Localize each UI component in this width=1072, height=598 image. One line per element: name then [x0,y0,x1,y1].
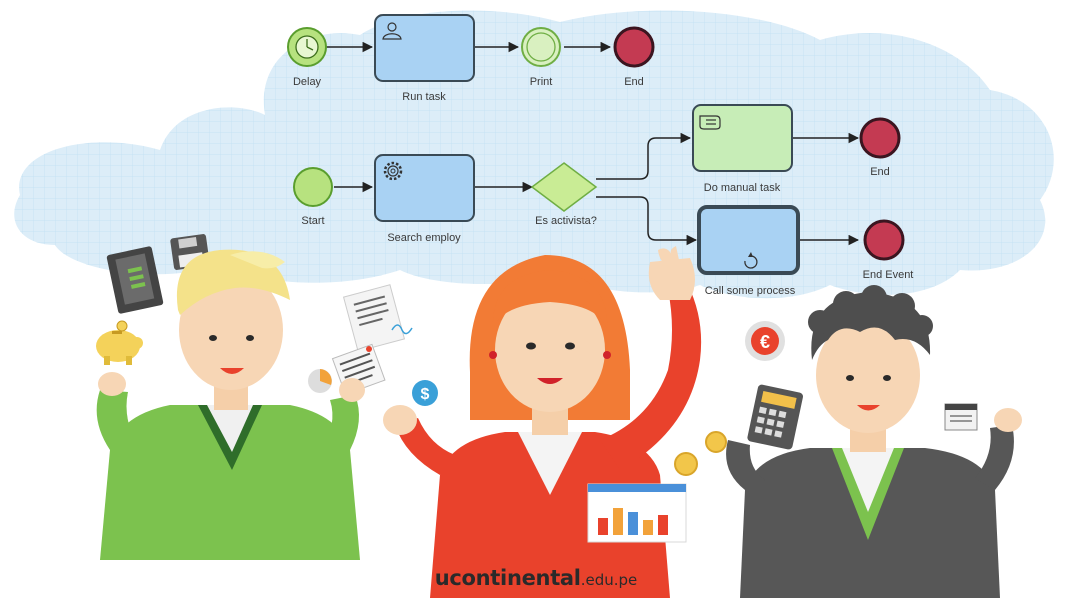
flow-arrow [596,132,692,180]
gateway [530,162,598,212]
call-activity [697,205,800,275]
piggy-bank-icon [96,320,143,365]
search-task [374,154,475,222]
end-event [613,26,655,68]
search-task-label: Search employ [387,232,461,244]
hand-icon [699,115,721,130]
run-task-label: Run task [402,91,446,103]
bottom-flow: Start Search employ Es activista? Do man… [293,104,914,297]
person-redhead-woman [383,246,702,598]
pie-chart-icon [308,369,332,393]
end-event-manual [859,117,901,159]
end-event-call [863,219,905,261]
user-task-icon [382,22,402,40]
dollar-icon: $ [412,380,438,406]
euro-coin-icon: € [745,321,785,361]
notebook-icon [106,246,164,314]
brand-name: ucontinental [434,566,581,590]
gear-icon [383,161,403,181]
timer-icon [295,35,319,59]
loop-icon [744,252,758,269]
start-label: Start [301,215,324,227]
calculator-icon [747,384,803,450]
printer-icon [944,403,978,431]
document-icon [342,284,413,352]
top-flow: Delay Run task Print End [287,14,655,103]
timer-event [287,27,327,67]
manual-task [692,104,793,172]
manual-end-label: End [870,166,890,178]
svg-text:$: $ [421,386,430,403]
end-label: End [624,76,644,88]
bar-chart-icon [587,483,687,543]
print-label: Print [530,76,553,88]
manual-task-label: Do manual task [704,182,781,194]
run-task [374,14,475,82]
flow-arrow [596,196,698,246]
gateway-label: Es activista? [535,215,597,227]
brand-domain: .edu.pe [580,571,638,589]
call-end-label: End Event [863,269,914,281]
svg-text:€: € [760,332,770,352]
person-blond-man [96,249,365,560]
person-curly-man [726,285,1022,598]
print-event [521,27,561,67]
brand-logo: ucontinental.edu.pe [0,566,1072,590]
start-event [293,167,333,207]
call-label: Call some process [705,285,796,297]
delay-label: Delay [293,76,322,88]
gold-coins-icon [674,431,727,476]
